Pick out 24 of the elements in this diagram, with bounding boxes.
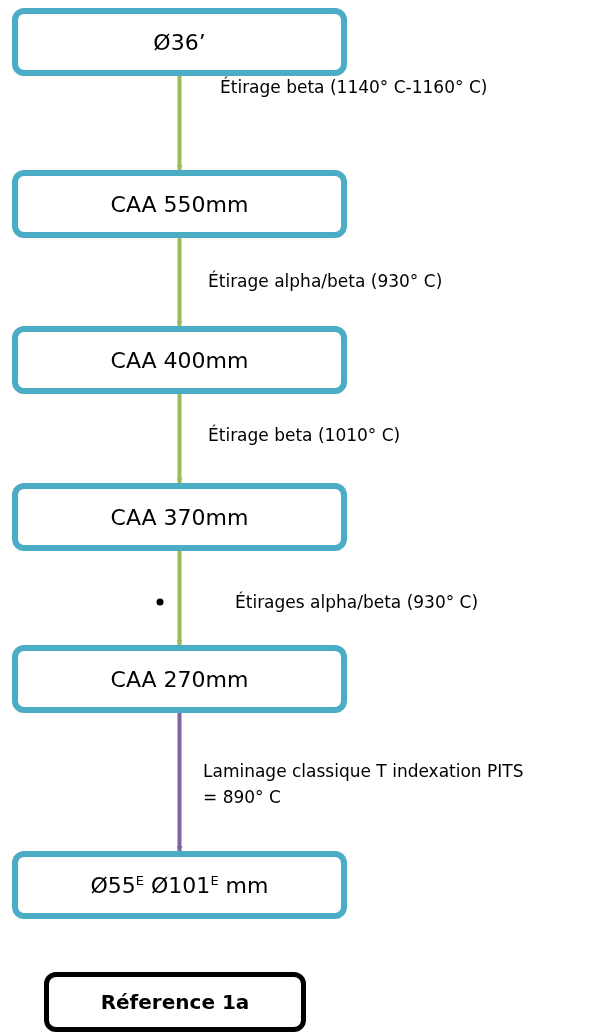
box-label: CAA 400mm (110, 347, 249, 373)
arrow (176, 551, 183, 646)
box-label: CAA 550mm (110, 191, 249, 217)
edge-label: Étirage beta (1010° C) (208, 423, 401, 447)
process-box (12, 170, 347, 238)
edge-label: Étirage alpha/beta (930° C) (208, 269, 443, 293)
box-label: Ø55$^{E}$ Ø101$^{E}$ mm (90, 872, 269, 898)
edge-label: Étirages alpha/beta (930° C) (235, 590, 479, 614)
arrow (176, 394, 183, 484)
box-label: CAA 270mm (110, 666, 249, 692)
process-box (12, 851, 347, 919)
process-box (12, 483, 347, 551)
process-box (12, 326, 347, 394)
arrow (176, 76, 183, 171)
edge-label: Étirage beta (1140° C-1160° C) (220, 75, 488, 99)
box-label: CAA 370mm (110, 504, 249, 530)
box-label: Ø36’ (153, 29, 206, 55)
arrow (176, 713, 183, 852)
edge-label: Laminage classique T indexation PITS = 890° C (203, 760, 525, 809)
process-box (12, 645, 347, 713)
arrow (176, 238, 183, 327)
reference-box (44, 972, 306, 1032)
box-label: Réference 1a (100, 990, 250, 1014)
process-box (12, 8, 347, 76)
